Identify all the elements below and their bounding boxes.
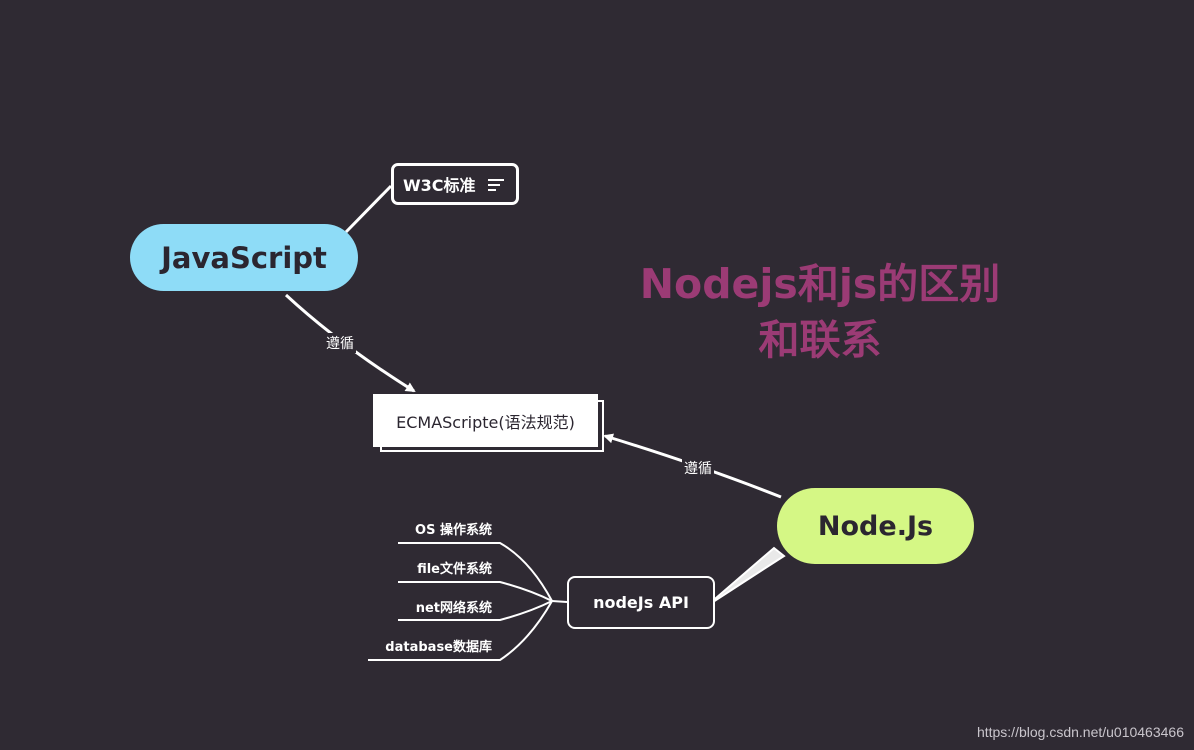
w3c-node[interactable]: W3C标准 — [391, 163, 519, 205]
api-child-file[interactable]: file文件系统 — [417, 562, 492, 577]
watermark-url: https://blog.csdn.net/u010463466 — [976, 724, 1184, 740]
edge-api-os — [398, 542, 553, 602]
ecma-node[interactable]: ECMAScripte(语法规范) — [373, 394, 598, 447]
edge-nodejs-api — [715, 546, 786, 602]
title-line-2: 和联系 — [758, 316, 882, 364]
nodejs-ecma-edge-label: 遵循 — [682, 458, 714, 478]
diagram-title: Nodejs和js的区别 和联系 — [600, 256, 1040, 368]
edge-js-w3c — [344, 184, 393, 234]
edge-api-file — [398, 581, 553, 602]
api-child-net[interactable]: net网络系统 — [415, 601, 492, 616]
api-child-os[interactable]: OS 操作系统 — [415, 523, 492, 538]
edge-api-net — [398, 600, 553, 621]
edge-api-db — [368, 600, 553, 661]
api-child-database[interactable]: database数据库 — [385, 640, 492, 655]
w3c-label: W3C标准 — [403, 176, 476, 195]
javascript-node[interactable]: JavaScript — [130, 224, 358, 291]
title-line-1: Nodejs和js的区别 — [639, 260, 1001, 308]
nodejs-node[interactable]: Node.Js — [777, 488, 974, 564]
js-ecma-edge-label: 遵循 — [324, 333, 356, 353]
nodejs-api-node[interactable]: nodeJs API — [567, 576, 715, 629]
notes-icon[interactable] — [488, 179, 504, 191]
